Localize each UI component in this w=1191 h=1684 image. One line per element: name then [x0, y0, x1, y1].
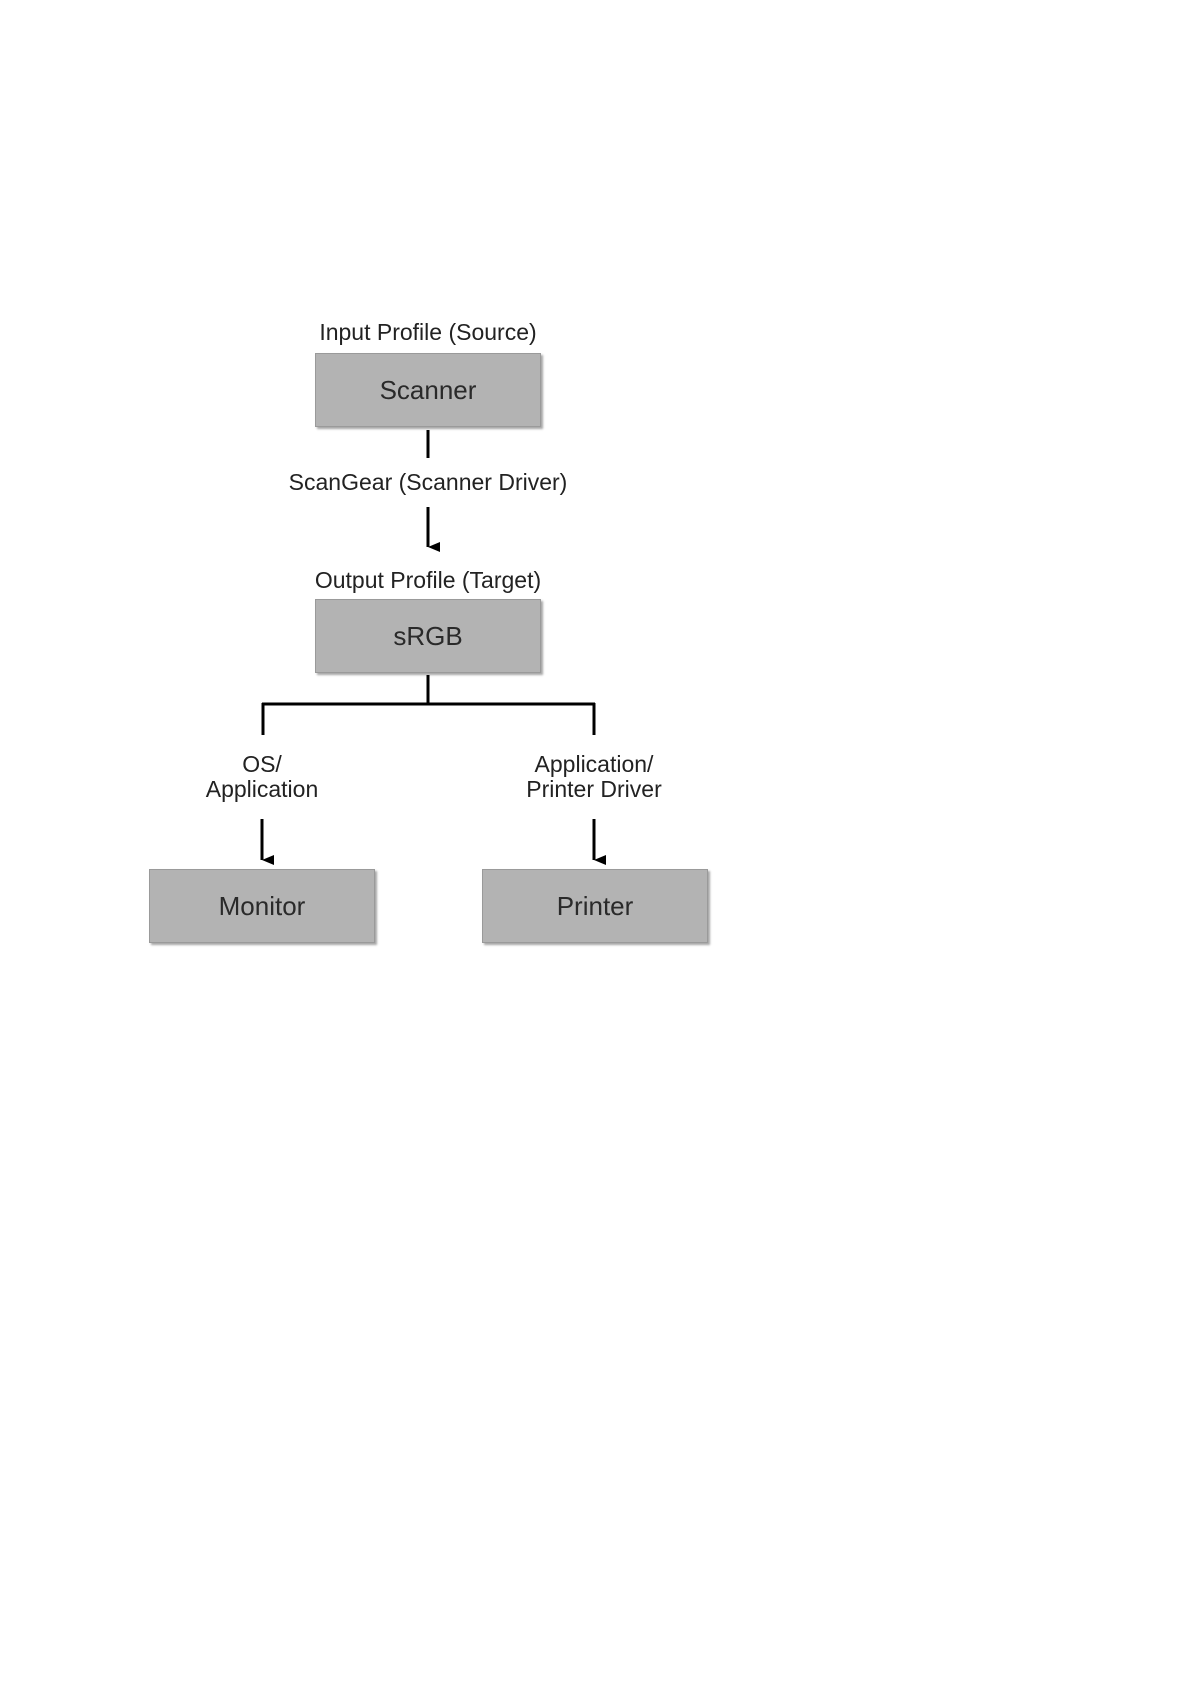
output-profile-label: Output Profile (Target)	[295, 568, 561, 593]
srgb-node: sRGB	[315, 599, 541, 673]
input-profile-label: Input Profile (Source)	[315, 320, 541, 345]
app-printer-line2: Printer Driver	[494, 777, 694, 802]
os-application-line1: OS/	[162, 752, 362, 777]
os-application-line2: Application	[162, 777, 362, 802]
app-printer-line1: Application/	[494, 752, 694, 777]
monitor-node: Monitor	[149, 869, 375, 943]
app-printer-driver-label: Application/ Printer Driver	[494, 752, 694, 802]
os-application-label: OS/ Application	[162, 752, 362, 802]
scanner-node: Scanner	[315, 353, 541, 427]
scangear-label: ScanGear (Scanner Driver)	[268, 470, 588, 495]
printer-node: Printer	[482, 869, 708, 943]
